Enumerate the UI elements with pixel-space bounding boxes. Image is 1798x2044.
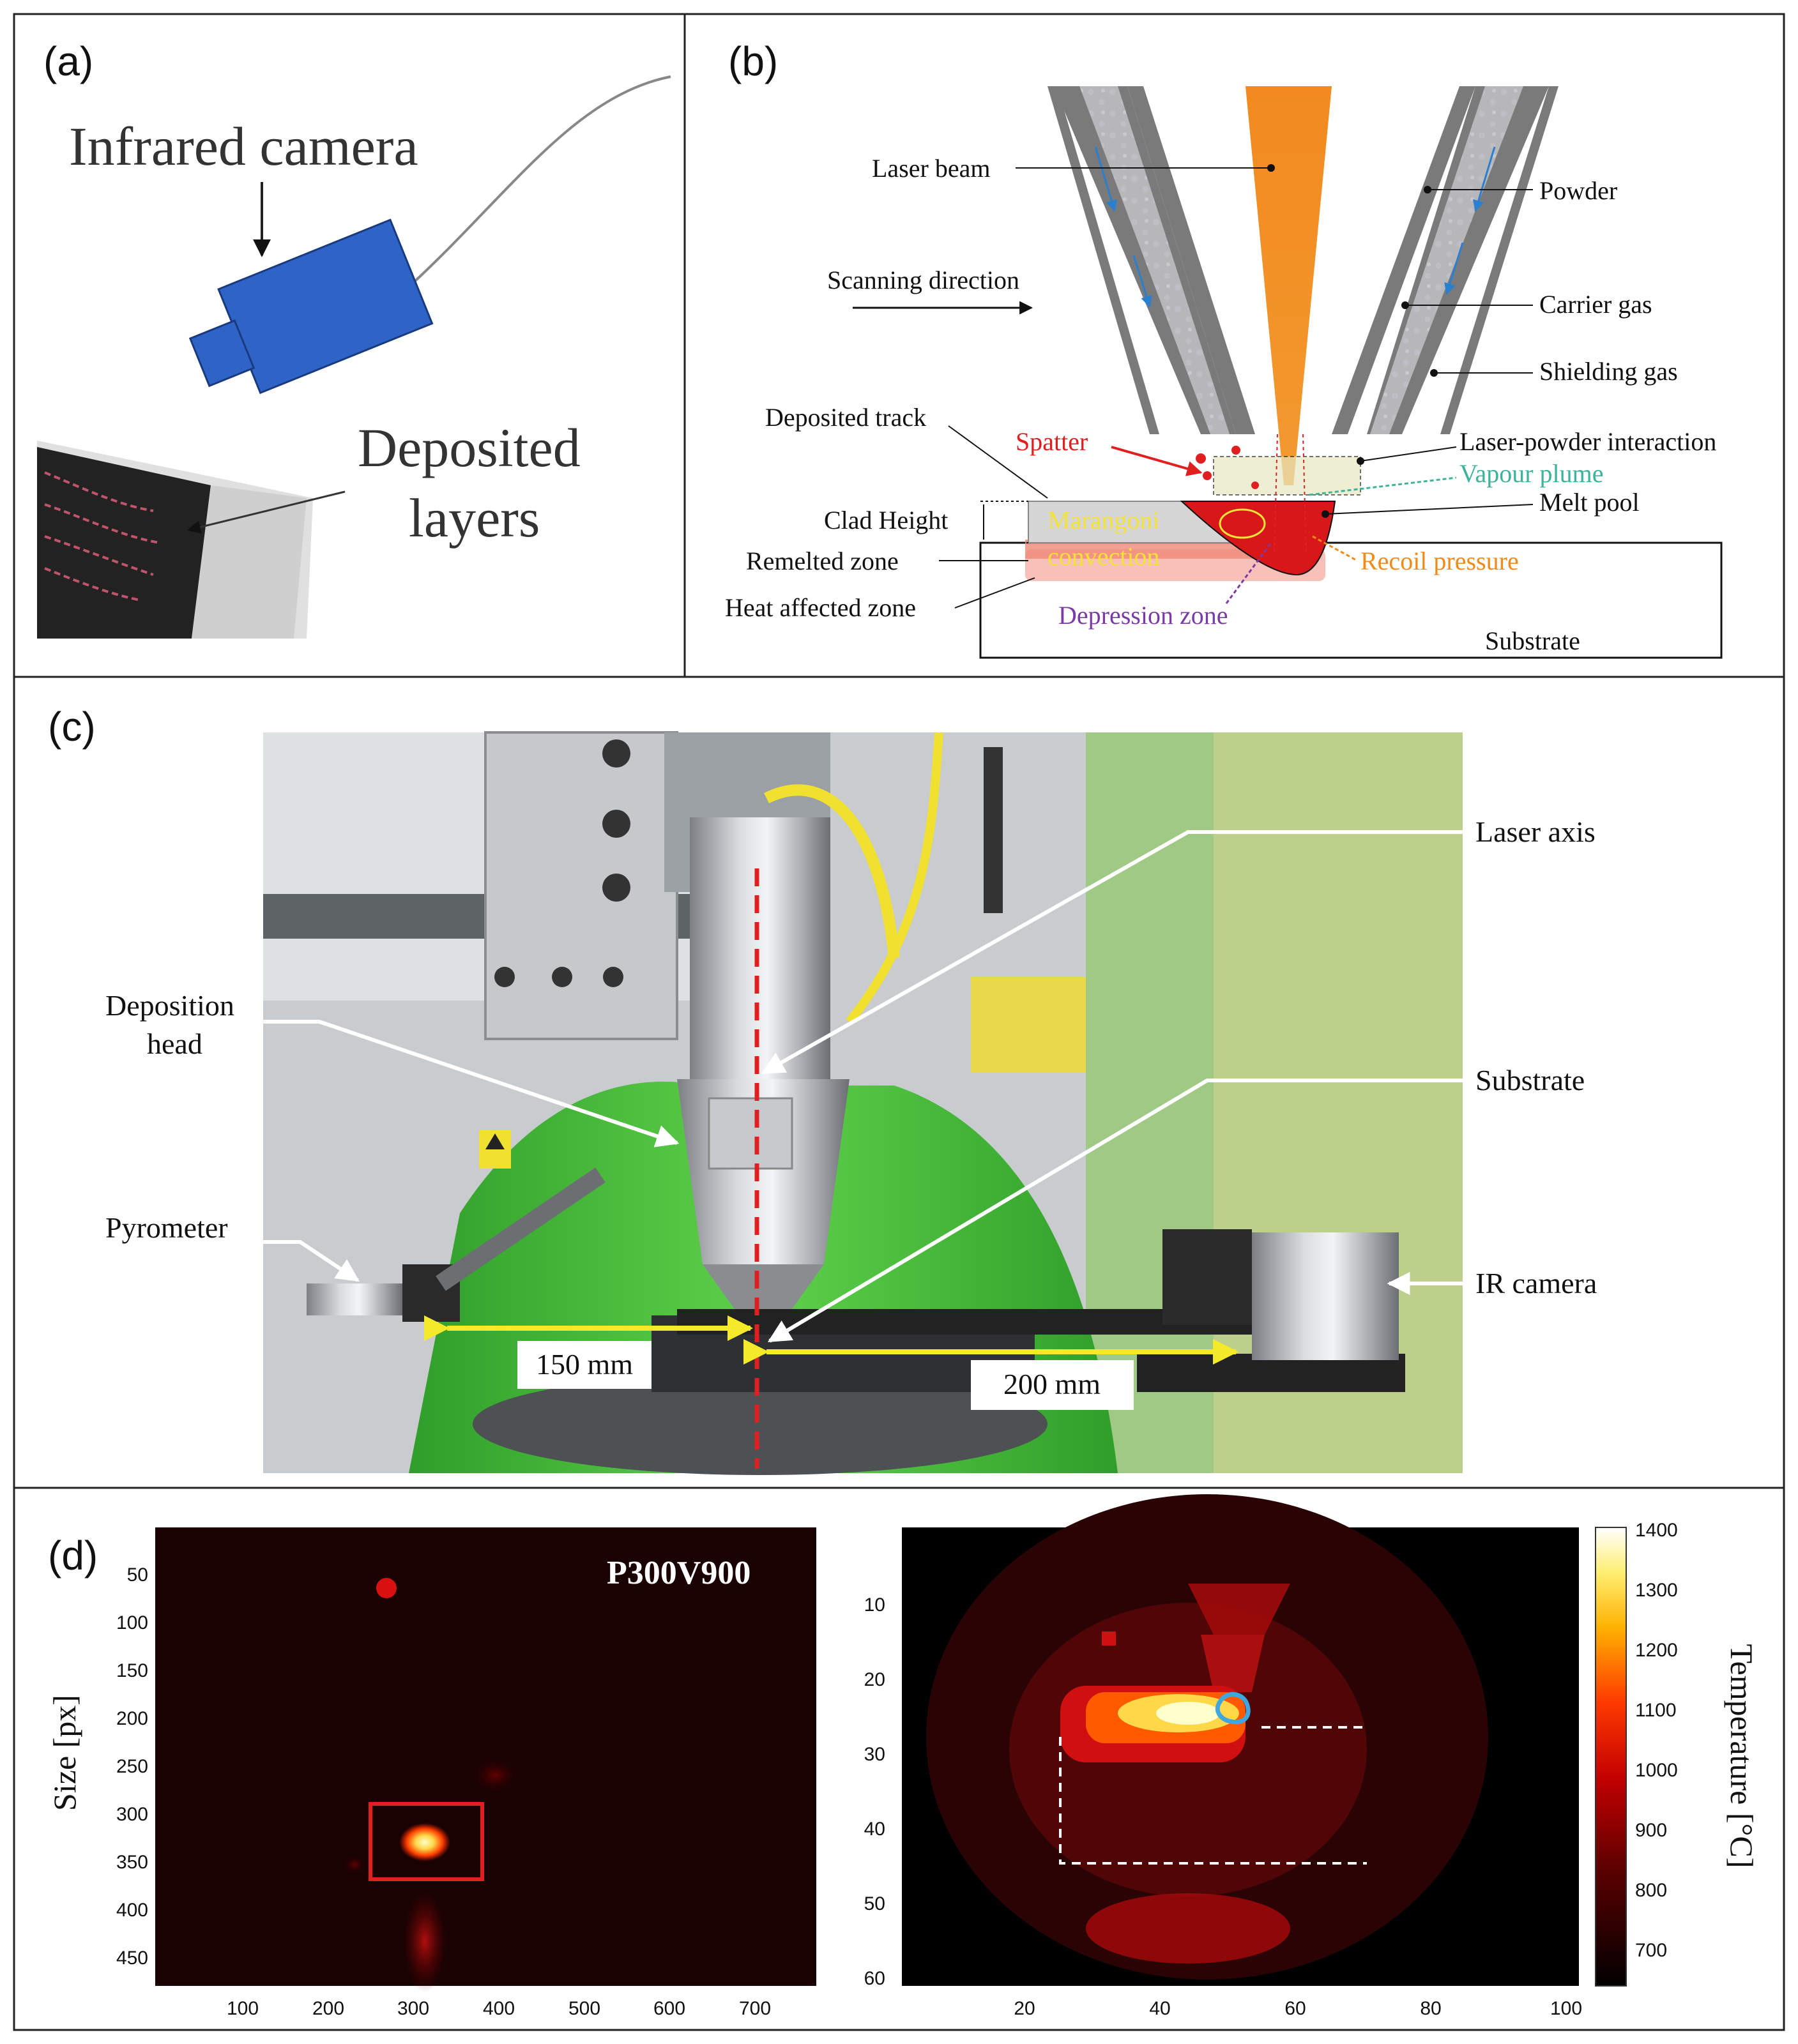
pyrometer-label: Pyrometer — [105, 1211, 228, 1244]
deposited-label-1: Deposited — [358, 417, 581, 478]
colorbar-label: Temperature [°C] — [1724, 1644, 1760, 1868]
right-map-y-ticks: 10 20 30 40 50 60 — [864, 1594, 885, 1989]
left-x-tick: 700 — [739, 1998, 771, 2019]
nozzle-left — [1048, 86, 1255, 434]
camera-cable — [414, 75, 671, 282]
right-y-tick: 60 — [864, 1968, 885, 1989]
colorbar-tick: 1100 — [1635, 1700, 1677, 1721]
colorbar-tick: 700 — [1635, 1940, 1667, 1961]
colorbar-tick: 1200 — [1635, 1640, 1678, 1661]
left-y-tick: 150 — [116, 1660, 148, 1681]
left-x-tick: 600 — [653, 1998, 685, 2019]
panel-d: (d) P300V900 100 200 300 400 500 600 700… — [47, 1494, 1760, 2019]
panel-c-label: (c) — [48, 704, 96, 750]
right-thermal-map — [902, 1494, 1579, 1986]
left-y-tick: 100 — [116, 1612, 148, 1633]
laser-beam-label: Laser beam — [872, 154, 990, 183]
right-y-tick: 10 — [864, 1594, 885, 1616]
panel-c: (c) — [48, 704, 1597, 1475]
deposited-layers-image — [37, 441, 313, 639]
right-y-tick: 20 — [864, 1669, 885, 1690]
nozzle-right — [1332, 86, 1558, 434]
colorbar-tick: 1400 — [1635, 1520, 1678, 1541]
figure-frame — [13, 13, 1785, 2031]
right-y-tick: 50 — [864, 1893, 885, 1914]
substrate-box — [979, 541, 1723, 659]
infrared-camera-label: Infrared camera — [69, 116, 418, 177]
laser-axis-label: Laser axis — [1475, 815, 1596, 848]
convection-label: convection — [1048, 542, 1160, 571]
region-of-interest-box — [369, 1802, 484, 1881]
marangoni-label: Marangoni — [1048, 506, 1160, 534]
left-thermal-map: P300V900 — [155, 1527, 816, 1992]
laser-powder-interaction-label: Laser-powder interaction — [1459, 427, 1716, 456]
left-map-y-ticks: 50 100 150 200 250 300 350 400 450 — [116, 1564, 148, 1969]
melt-pool-contour — [1215, 1692, 1251, 1725]
colorbar-tick: 1300 — [1635, 1580, 1678, 1601]
machine-photo — [263, 731, 1463, 1475]
infrared-camera-icon — [188, 218, 434, 395]
layers-arrow — [187, 490, 346, 534]
vapour-plume-label: Vapour plume — [1459, 459, 1604, 488]
powder-label: Powder — [1539, 176, 1617, 205]
left-x-tick: 500 — [568, 1998, 600, 2019]
panel-a: (a) Infrared camera Deposited layers — [37, 38, 671, 639]
scanning-direction-label: Scanning direction — [827, 266, 1019, 294]
map-title: P300V900 — [607, 1555, 750, 1591]
right-x-tick: 40 — [1149, 1998, 1170, 2019]
remelted-zone-label: Remelted zone — [746, 547, 899, 575]
left-y-tick: 450 — [116, 1948, 148, 1969]
deposited-track-label: Deposited track — [765, 403, 926, 432]
right-x-tick: 80 — [1420, 1998, 1441, 2019]
heat-affected-zone-label: Heat affected zone — [725, 593, 916, 622]
colorbar-tick: 1000 — [1635, 1760, 1678, 1781]
right-y-tick: 30 — [864, 1744, 885, 1765]
marangoni-swirl — [1219, 508, 1266, 539]
left-x-tick: 300 — [397, 1998, 429, 2019]
colorbar-tick: 900 — [1635, 1820, 1667, 1841]
distance-label-right: 200 mm — [1003, 1368, 1101, 1400]
left-y-tick: 50 — [127, 1564, 148, 1586]
colorbar — [1595, 1527, 1627, 1987]
left-y-tick: 300 — [116, 1804, 148, 1825]
left-x-tick: 200 — [312, 1998, 344, 2019]
deposition-head-label-2: head — [147, 1027, 202, 1060]
substrate-label-c: Substrate — [1475, 1064, 1585, 1096]
left-y-tick: 350 — [116, 1852, 148, 1873]
distance-label-left: 150 mm — [536, 1348, 633, 1381]
spatter-label: Spatter — [1016, 427, 1088, 456]
left-map-ylabel: Size [px] — [47, 1695, 82, 1811]
melt-pool-label: Melt pool — [1539, 488, 1640, 517]
depression-zone-label: Depression zone — [1058, 601, 1228, 630]
panel-b: (b) — [725, 38, 1723, 659]
recoil-pressure-label: Recoil pressure — [1360, 547, 1519, 575]
right-map-x-ticks: 20 40 60 80 100 — [1014, 1998, 1582, 2019]
right-y-tick: 40 — [864, 1819, 885, 1840]
substrate-label-b: Substrate — [1485, 626, 1580, 655]
colorbar-tick: 800 — [1635, 1880, 1667, 1901]
left-x-tick: 100 — [227, 1998, 259, 2019]
clad-height-label: Clad Height — [824, 506, 948, 534]
left-y-tick: 250 — [116, 1756, 148, 1777]
shielding-gas-label: Shielding gas — [1539, 357, 1678, 386]
interaction-region — [1213, 456, 1361, 496]
left-map-x-ticks: 100 200 300 400 500 600 700 — [227, 1998, 771, 2019]
right-x-tick: 60 — [1284, 1998, 1306, 2019]
left-y-tick: 200 — [116, 1708, 148, 1729]
panel-a-label: (a) — [43, 38, 93, 84]
panel-d-label: (d) — [48, 1533, 98, 1578]
carrier-gas-label: Carrier gas — [1539, 290, 1652, 319]
right-x-tick: 20 — [1014, 1998, 1035, 2019]
laser-beam-shape — [1246, 86, 1332, 485]
deposited-label-2: layers — [409, 487, 540, 549]
deposition-head-label-1: Deposition — [105, 989, 234, 1022]
right-x-tick: 100 — [1550, 1998, 1582, 2019]
colorbar-ticks: 1400 1300 1200 1100 1000 900 800 700 — [1635, 1520, 1678, 1961]
ir-camera-label: IR camera — [1475, 1267, 1597, 1299]
left-x-tick: 400 — [483, 1998, 515, 2019]
panel-b-label: (b) — [728, 38, 778, 84]
left-y-tick: 400 — [116, 1900, 148, 1921]
